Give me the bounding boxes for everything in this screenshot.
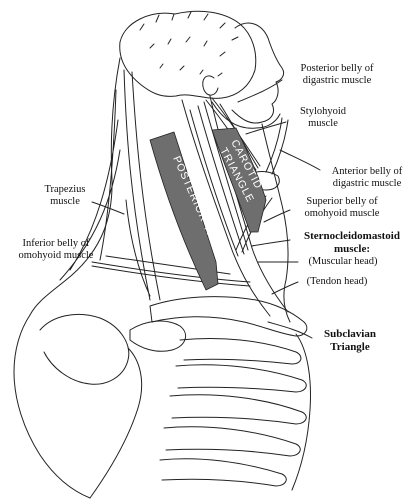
neck-back-outline (29, 57, 121, 316)
ear (202, 75, 219, 96)
mandible (211, 101, 281, 129)
label-text: (Tendon head) (306, 276, 368, 287)
leader-subclavian (267, 321, 313, 339)
inferior-omohyoid (91, 261, 251, 287)
trapezius-fibers (59, 69, 161, 301)
hair-outline (119, 10, 257, 99)
clavicle (149, 296, 308, 337)
label-text: Trapezius (44, 184, 86, 195)
leader-superior-omohyoid (263, 209, 291, 223)
label-tendon-head: (Tendon head) (298, 276, 376, 288)
leader-anterior-digastric (279, 149, 321, 171)
hair-texture (139, 11, 239, 77)
label-text: (Muscular head) (308, 256, 378, 267)
arm-inner (89, 347, 143, 499)
label-inferior-omohyoid: Inferior belly of omohyoid muscle (4, 238, 108, 262)
label-subclavian-triangle: Subclavian Triangle (312, 328, 388, 354)
label-superior-omohyoid: Superior belly of omohyoid muscle (290, 196, 394, 220)
label-text: muscle (308, 118, 338, 129)
label-text: Posterior belly of (300, 63, 374, 74)
label-muscular-head: (Muscular head) (298, 256, 388, 268)
label-text: muscle: (333, 243, 371, 255)
shoulder-outline (13, 314, 91, 499)
rib-4 (163, 426, 301, 457)
sternum (291, 333, 311, 491)
acromion (129, 320, 187, 352)
rib-2 (175, 364, 307, 393)
label-text: omohyoid muscle (18, 250, 94, 261)
leader-stylohyoid (245, 121, 287, 135)
humerus-head (39, 313, 130, 385)
label-text: omohyoid muscle (304, 208, 380, 219)
leader-trapezius (91, 201, 125, 215)
leader-inferior-omohyoid (105, 255, 231, 275)
posterior-triangle-region (149, 131, 219, 291)
label-text: Sternocleidomastoid (304, 230, 400, 242)
leader-scm (251, 239, 291, 247)
label-text: Inferior belly of (22, 238, 90, 249)
label-text: Subclavian (324, 328, 376, 340)
label-text: digastric muscle (332, 178, 402, 189)
label-text: Triangle (330, 341, 370, 353)
label-text: Anterior belly of (331, 166, 403, 177)
leader-tendon-head (271, 281, 299, 295)
leader-posterior-digastric (237, 79, 283, 103)
carotid-triangle-region (211, 127, 267, 233)
label-posterior-digastric: Posterior belly of digastric muscle (283, 63, 391, 87)
label-text: digastric muscle (302, 75, 372, 86)
face-outline (231, 22, 285, 124)
rib-3 (169, 394, 307, 425)
rib-5 (159, 458, 287, 487)
label-scm: Sternocleidomastoid muscle: (290, 230, 414, 256)
label-text: Superior belly of (306, 196, 378, 207)
label-text: muscle (50, 196, 80, 207)
label-anterior-digastric: Anterior belly of digastric muscle (318, 166, 416, 190)
label-stylohyoid: Stylohyoid muscle (288, 106, 358, 130)
label-trapezius: Trapezius muscle (36, 184, 94, 208)
digastric-anterior (265, 117, 289, 175)
label-text: Stylohyoid (299, 106, 347, 117)
rib-1 (179, 338, 302, 365)
